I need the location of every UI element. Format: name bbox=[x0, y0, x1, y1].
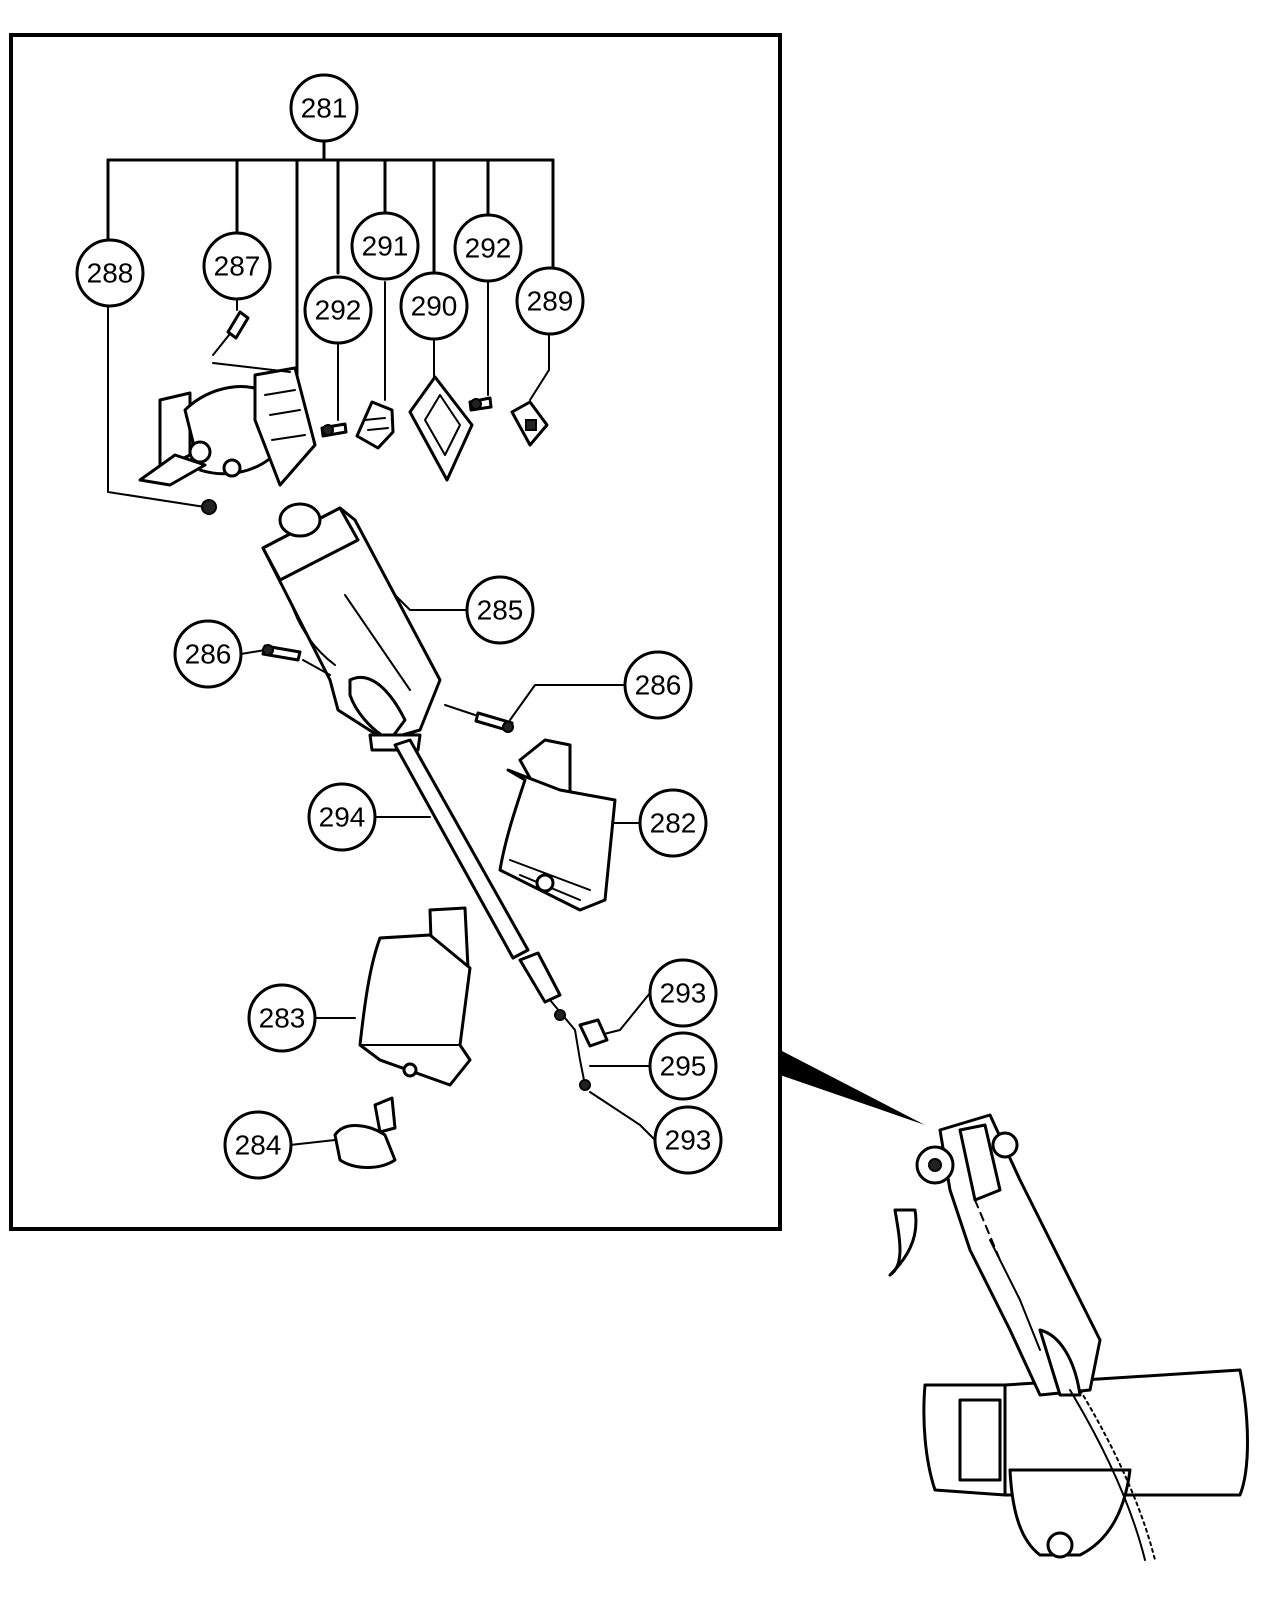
callout-284-label: 284 bbox=[235, 1130, 282, 1161]
callout-290-label: 290 bbox=[411, 291, 458, 322]
part-289-block bbox=[510, 400, 549, 447]
callout-290: 290 bbox=[399, 271, 469, 341]
callout-293-upper-label: 293 bbox=[660, 978, 707, 1009]
pointer-wedge bbox=[780, 1050, 925, 1125]
callout-295: 295 bbox=[648, 1031, 718, 1101]
part-281-assembly bbox=[138, 310, 317, 515]
callout-281-bracket bbox=[106, 139, 555, 382]
callout-294: 294 bbox=[307, 782, 377, 852]
callout-285: 285 bbox=[465, 575, 535, 645]
callout-293-upper: 293 bbox=[648, 958, 718, 1028]
callout-283-label: 283 bbox=[259, 1003, 306, 1034]
callout-281: 281 bbox=[289, 73, 359, 143]
part-292-screw-left bbox=[320, 422, 348, 438]
context-view-assembly bbox=[888, 1113, 1249, 1561]
callout-288: 288 bbox=[75, 238, 145, 308]
part-283-clamp-lower bbox=[358, 906, 472, 1087]
part-286-screw-left bbox=[261, 644, 331, 676]
part-285-grip-handle bbox=[261, 502, 442, 752]
callout-283: 283 bbox=[247, 983, 317, 1053]
part-286-screw-right bbox=[444, 704, 514, 733]
callout-281-label: 281 bbox=[301, 93, 348, 124]
callout-288-label: 288 bbox=[87, 258, 134, 289]
callout-292-left-label: 292 bbox=[315, 295, 362, 326]
part-291-spring-clip bbox=[355, 400, 395, 450]
callout-295-label: 295 bbox=[660, 1051, 707, 1082]
callout-285-label: 285 bbox=[477, 595, 524, 626]
callout-289-label: 289 bbox=[527, 286, 574, 317]
part-290-plate bbox=[408, 375, 474, 482]
callout-291-label: 291 bbox=[362, 231, 409, 262]
callout-286-left: 286 bbox=[173, 619, 243, 689]
callout-282-label: 282 bbox=[650, 808, 697, 839]
part-292-screw-right bbox=[468, 396, 493, 412]
callout-294-label: 294 bbox=[319, 802, 366, 833]
part-284-knob bbox=[333, 1096, 397, 1169]
callout-287-label: 287 bbox=[214, 251, 261, 282]
callout-289: 289 bbox=[515, 266, 585, 336]
part-282-clamp-upper bbox=[498, 738, 617, 912]
callout-292-right-label: 292 bbox=[465, 233, 512, 264]
callout-292-left: 292 bbox=[303, 275, 373, 345]
callout-286-right-label: 286 bbox=[635, 670, 682, 701]
callout-286-left-label: 286 bbox=[185, 639, 232, 670]
callout-293-lower-label: 293 bbox=[665, 1125, 712, 1156]
part-293-295-fittings bbox=[554, 1009, 609, 1091]
callout-293-lower: 293 bbox=[653, 1105, 723, 1175]
callout-292-right: 292 bbox=[453, 213, 523, 283]
callout-286-right: 286 bbox=[623, 650, 693, 720]
part-294-cable bbox=[393, 738, 586, 1086]
callout-284: 284 bbox=[223, 1110, 293, 1180]
diagram-frame bbox=[9, 33, 782, 1231]
leader-lines bbox=[107, 281, 656, 1146]
callout-282: 282 bbox=[638, 788, 708, 858]
callout-287: 287 bbox=[202, 231, 272, 301]
callout-291: 291 bbox=[350, 211, 420, 281]
